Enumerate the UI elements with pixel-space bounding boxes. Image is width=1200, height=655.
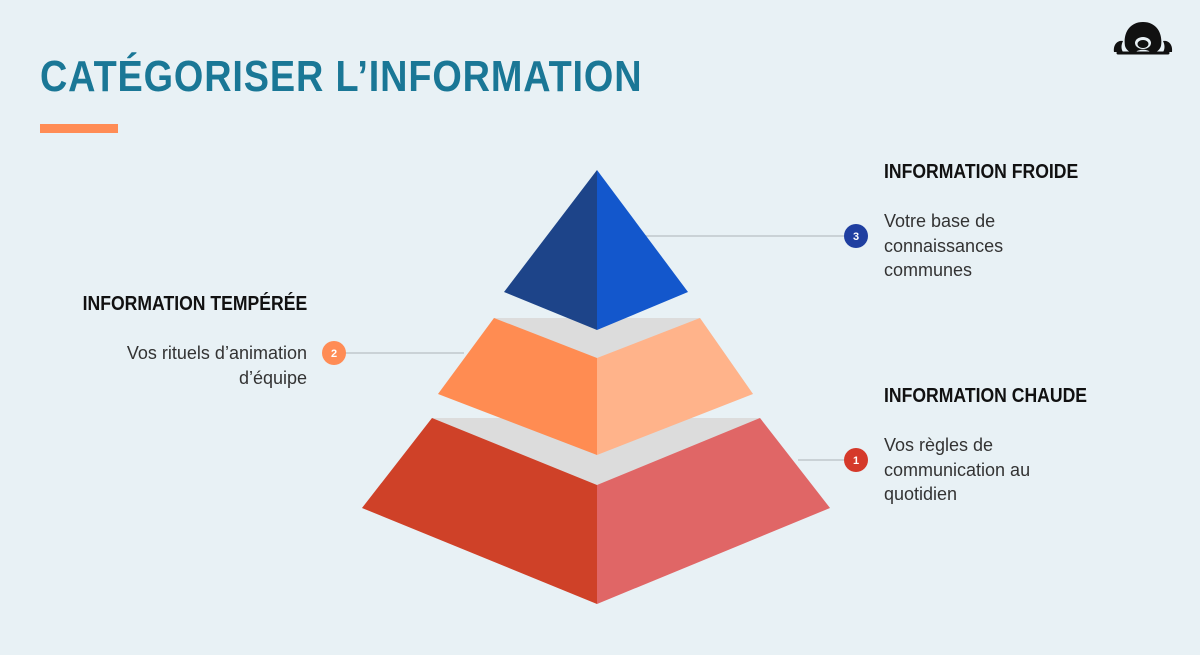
level-1-description: Vos règles de communication au quotidien: [884, 433, 1030, 507]
level-3-description-line: Votre base de: [884, 211, 996, 231]
level-2-description: Vos rituels d’animation d’équipe: [127, 341, 307, 390]
badge-level-2: 2: [322, 341, 346, 365]
level-1-heading: INFORMATION CHAUDE: [884, 385, 1088, 407]
page-title: CATÉGORISER L’INFORMATION: [40, 52, 643, 101]
svg-text:3: 3: [853, 231, 859, 243]
level-3-description-line: communes: [884, 260, 973, 280]
badge-level-1: 1: [844, 448, 868, 472]
svg-text:2: 2: [331, 348, 337, 360]
middle-tier-right-face: [597, 318, 753, 455]
level-1-description-line: Vos règles de: [884, 435, 994, 455]
level-2-heading: INFORMATION TEMPÉRÉE: [82, 293, 307, 315]
svg-text:1: 1: [853, 455, 859, 467]
title-underline: [40, 124, 118, 133]
octopus-logo-icon: [1113, 22, 1173, 55]
level-3-description-line: connaissances: [884, 235, 1004, 256]
level-2-description-line: Vos rituels d’animation: [126, 343, 307, 363]
top-tier-right-face: [597, 170, 688, 330]
badge-level-3: 3: [844, 224, 868, 248]
level-2-description-line: d’équipe: [238, 367, 307, 388]
level-3-heading: INFORMATION FROIDE: [884, 161, 1079, 183]
bottom-tier-left-face: [362, 418, 597, 604]
level-1-description-line: quotidien: [884, 484, 958, 504]
level-1-description-line: communication au: [884, 459, 1031, 480]
middle-tier-left-face: [438, 318, 597, 455]
level-3-description: Votre base de connaissances communes: [884, 209, 1003, 283]
top-tier-left-face: [504, 170, 597, 330]
bottom-tier-right-face: [597, 418, 830, 604]
